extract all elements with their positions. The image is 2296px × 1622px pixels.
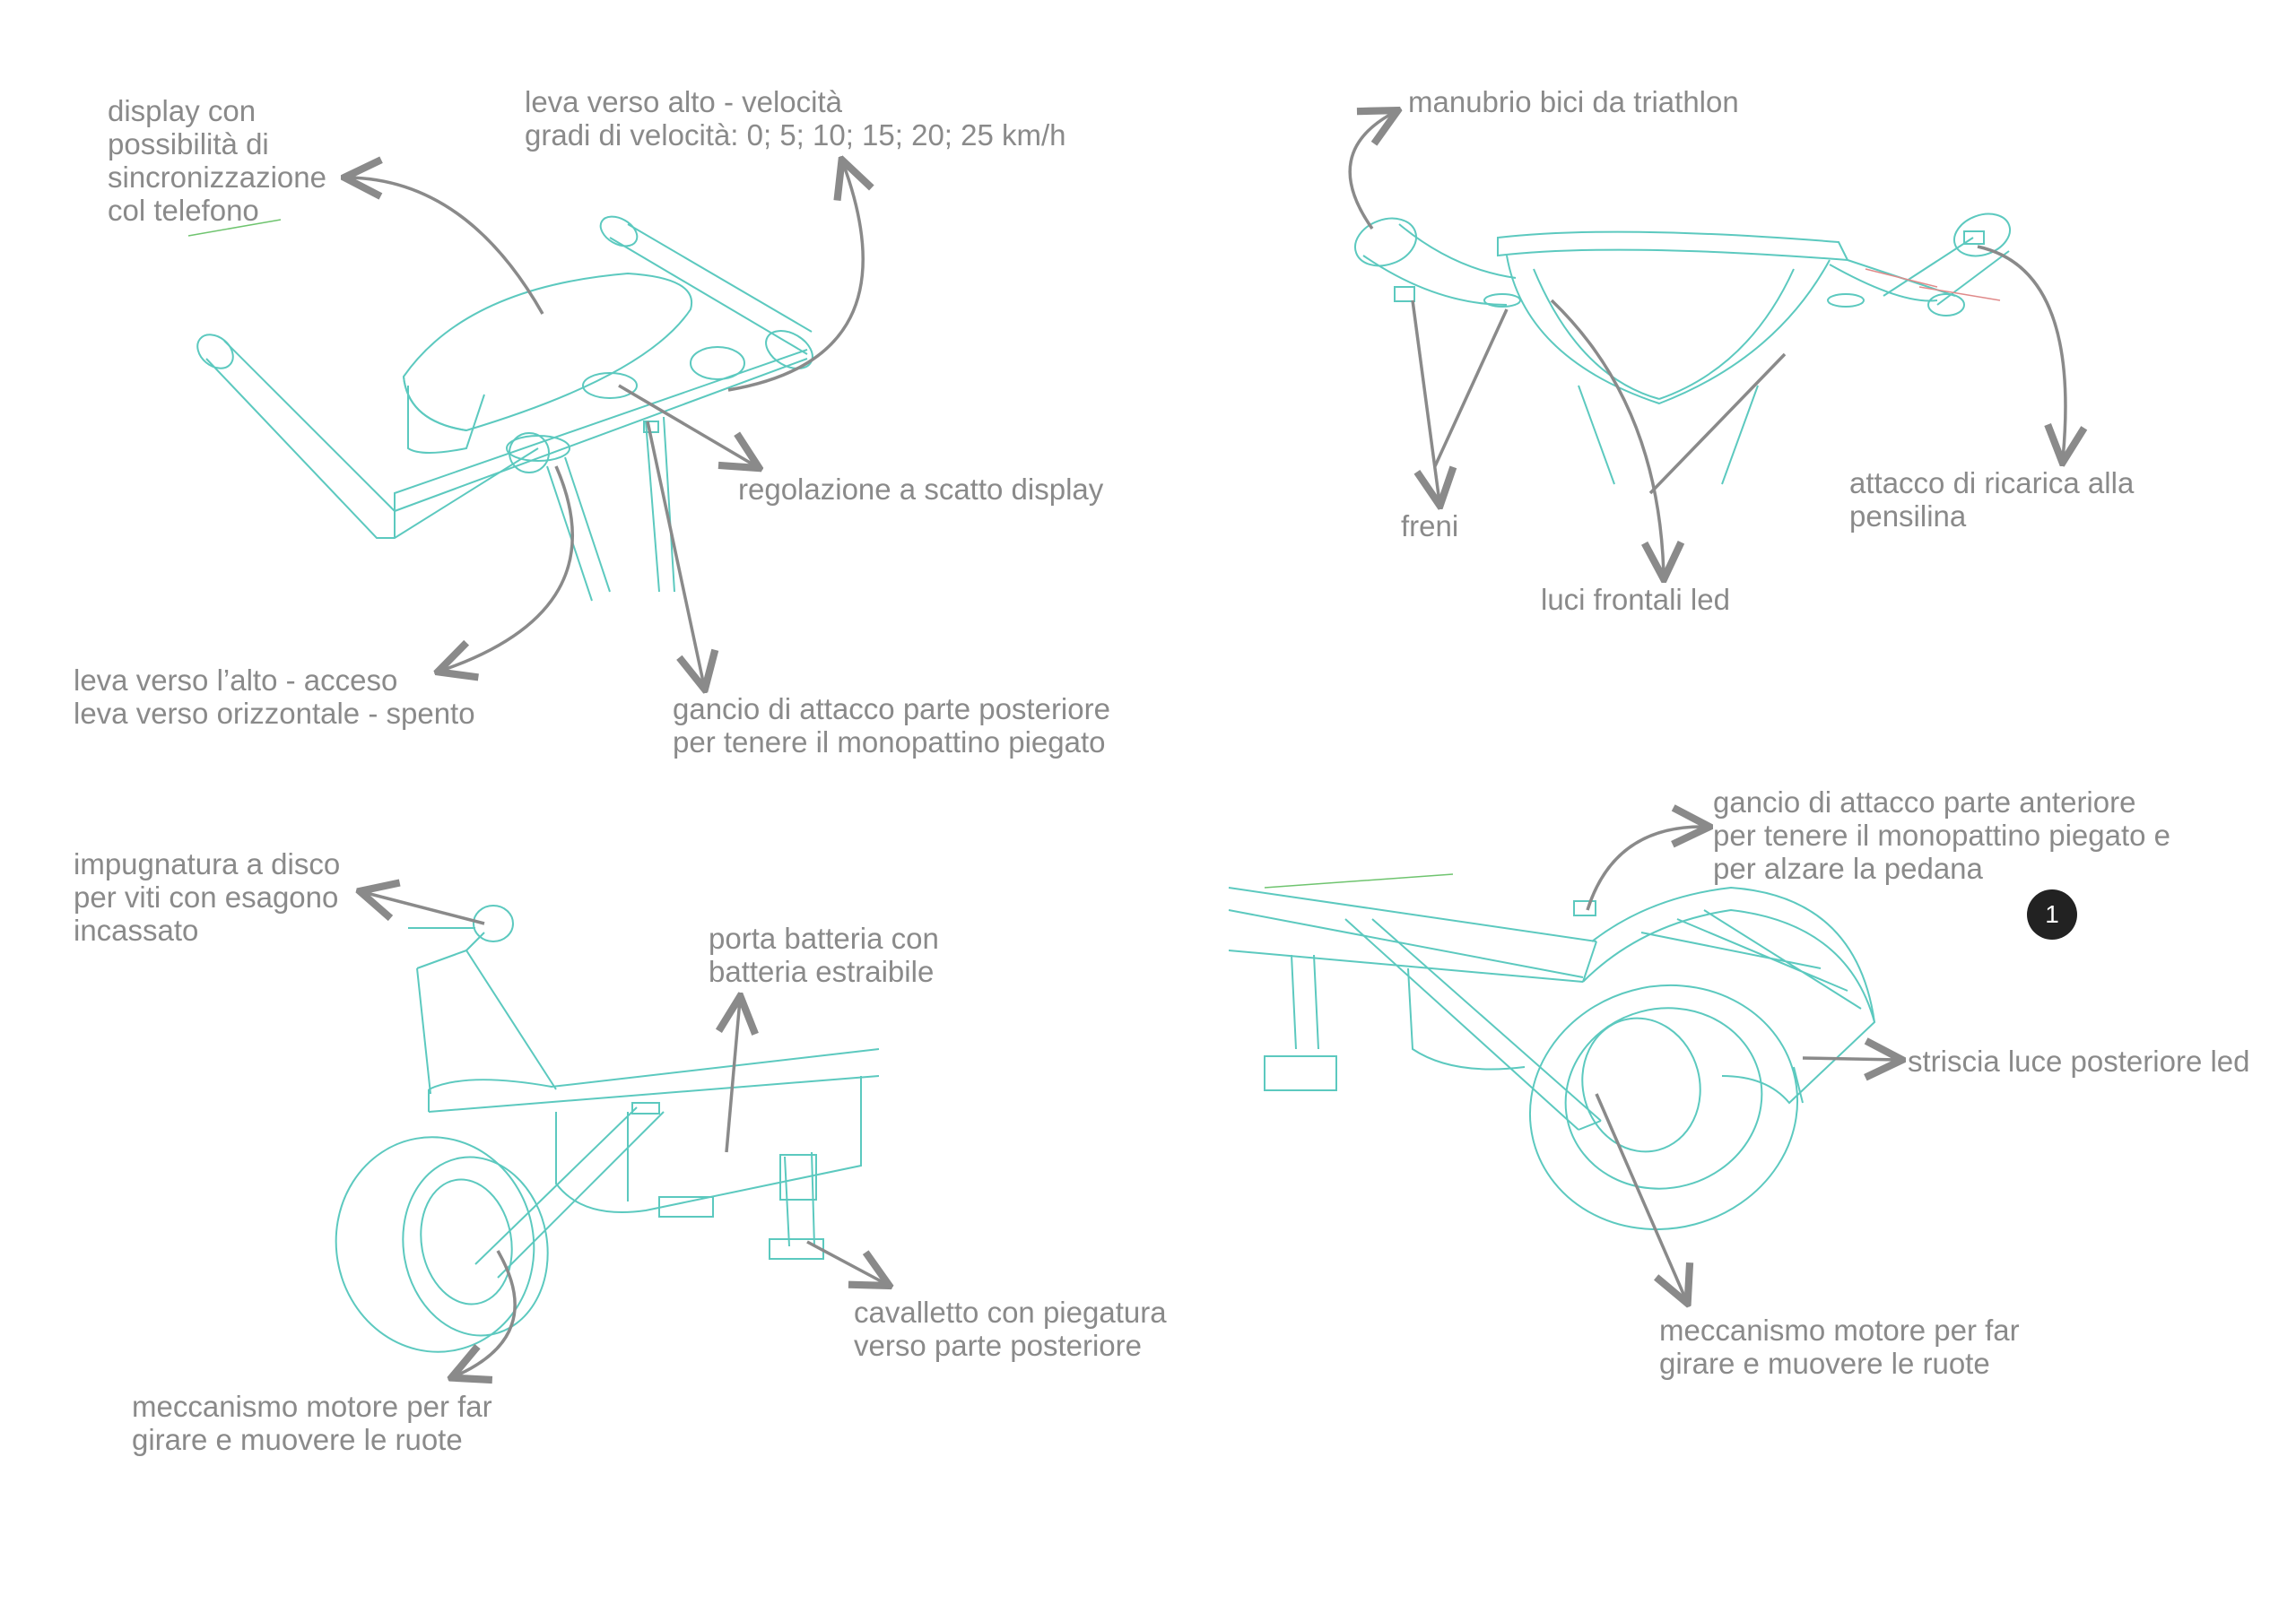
arrow-leva-acceso — [441, 465, 575, 671]
label-regolazione: regolazione a scatto display — [738, 473, 1104, 506]
front-view-sketch — [1354, 213, 2011, 485]
arrow-striscia — [1802, 1058, 1899, 1060]
arrow-meccanismo-right — [1595, 1093, 1686, 1300]
label-freni: freni — [1401, 509, 1459, 542]
arrow-meccanismo-left — [455, 1250, 517, 1376]
label-luci-frontali: luci frontali led — [1541, 583, 1730, 616]
label-gancio-anteriore: gancio di attacco parte anteriore per te… — [1713, 785, 2171, 885]
arrow-gancio-anteriore — [1586, 827, 1706, 911]
arrow-ricarica — [1977, 245, 2066, 459]
label-meccanismo-right: meccanismo motore per far girare e muove… — [1659, 1314, 2020, 1380]
arrow-impugnatura — [363, 892, 485, 925]
arrow-display — [348, 178, 544, 315]
side-view-sketch — [335, 905, 880, 1353]
label-gancio-posteriore: gancio di attacco parte posteriore per t… — [673, 692, 1110, 759]
arrow-cavalletto — [806, 1240, 886, 1284]
arrow-luci-a — [1550, 299, 1664, 576]
accent-red-lines — [1865, 268, 2001, 301]
label-meccanismo-left: meccanismo motore per far girare e muove… — [132, 1390, 492, 1456]
arrow-regolazione — [618, 384, 756, 466]
rear-view-sketch — [1228, 886, 1876, 1231]
arrow-leva-velocita — [727, 163, 863, 392]
label-display: display con possibilità di sincronizzazi… — [108, 94, 326, 227]
label-striscia: striscia luce posteriore led — [1908, 1045, 2250, 1078]
arrow-manubrio — [1348, 112, 1395, 230]
arrow-gancio-posteriore — [646, 421, 704, 686]
handlebar-display-sketch — [196, 215, 813, 602]
accent-green-lines — [187, 219, 1454, 889]
label-cavalletto: cavalletto con piegatura verso parte pos… — [854, 1296, 1167, 1362]
page-number-badge: 1 — [2027, 889, 2077, 940]
label-attacco-ricarica: attacco di ricarica alla pensilina — [1849, 466, 2135, 533]
arrow-freni-a — [1411, 299, 1439, 502]
arrow-luci-b — [1648, 352, 1787, 495]
arrows — [348, 112, 2066, 1376]
arrow-freni-b — [1433, 308, 1509, 467]
arrow-batteria — [726, 1000, 740, 1153]
label-porta-batteria: porta batteria con batteria estraibile — [709, 922, 939, 988]
label-manubrio: manubrio bici da triathlon — [1408, 85, 1739, 118]
label-impugnatura: impugnatura a disco per viti con esagono… — [74, 847, 341, 947]
label-leva-acceso: leva verso l’alto - acceso leva verso or… — [74, 664, 475, 730]
label-leva-velocita: leva verso alto - velocità gradi di velo… — [525, 85, 1066, 152]
